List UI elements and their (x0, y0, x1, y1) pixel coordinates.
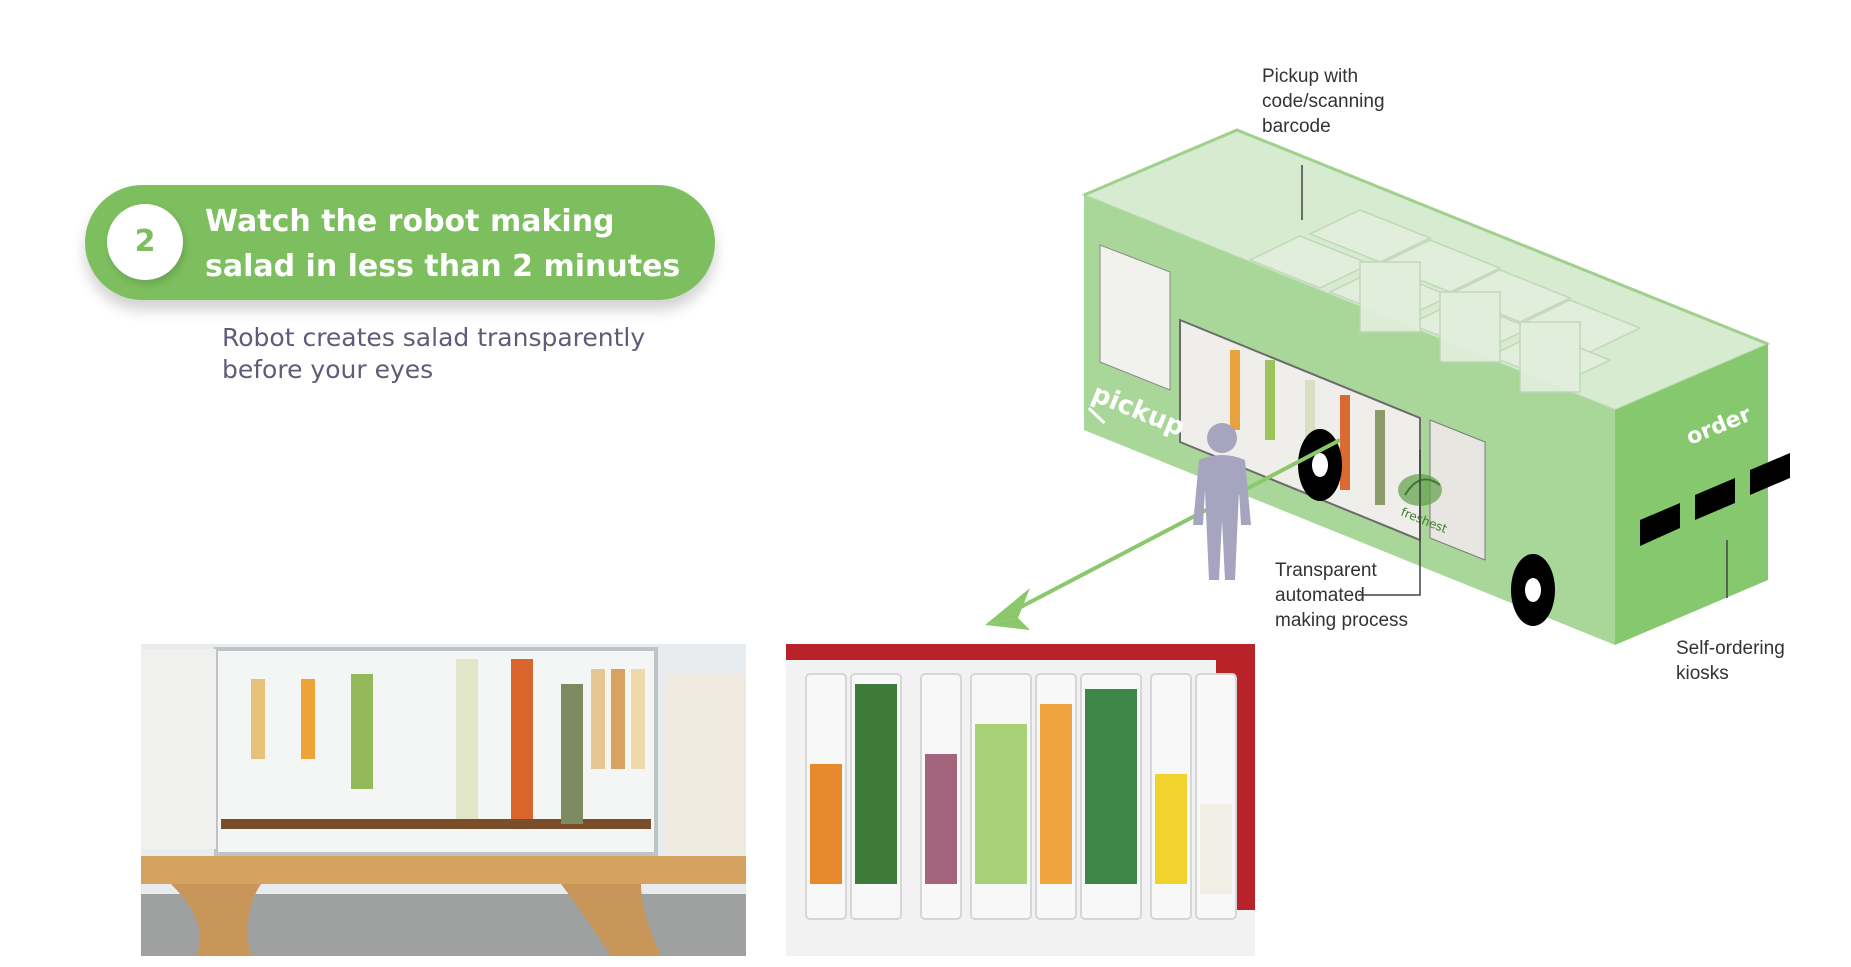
truck-window-rear (1099, 244, 1171, 391)
food-truck-diagram: pickup freshest order (1081, 128, 1790, 645)
robot-machine-photo (141, 644, 746, 956)
step-subtitle-line-1: Robot creates salad transparently (222, 323, 646, 352)
ingredient-dispensers-photo (786, 644, 1255, 956)
transparent-leader-line (1358, 450, 1421, 596)
step-title: Watch the robot making salad in less tha… (205, 199, 695, 289)
callout-pickup-line-1: Pickup with (1262, 66, 1359, 87)
kiosk-screen-2 (1695, 478, 1735, 520)
step-title-line-1: Watch the robot making (205, 204, 615, 239)
callout-pickup: Pickup with code/scanning barcode (1262, 64, 1385, 139)
step-title-line-2: salad in less than 2 minutes (205, 249, 681, 284)
callout-kiosks-line-2: kiosks (1676, 663, 1729, 684)
callout-kiosks: Self-ordering kiosks (1676, 636, 1785, 686)
step-subtitle-line-2: before your eyes (222, 355, 434, 384)
kiosk-screen-1 (1640, 503, 1680, 546)
callout-kiosks-line-1: Self-ordering (1676, 638, 1785, 659)
kiosk-screen-3 (1750, 453, 1790, 495)
callout-transparent-line-2: automated (1275, 585, 1365, 606)
callout-pickup-line-2: code/scanning (1262, 91, 1385, 112)
truck-edge (1083, 128, 1769, 346)
step-pill: 2 Watch the robot making salad in less t… (85, 185, 715, 300)
pickup-arrow-icon (1087, 407, 1106, 425)
arrow-icon (985, 438, 1341, 630)
truck-window-dispensers (1230, 350, 1385, 505)
step-number-badge: 2 (107, 204, 183, 280)
truck-front (1615, 344, 1768, 645)
truck-interior-boxes (1248, 209, 1642, 393)
callout-pickup-line-3: barcode (1262, 116, 1331, 137)
truck-wheel-front-hub (1525, 578, 1541, 602)
callout-transparent-line-1: Transparent (1275, 560, 1377, 581)
step-subtitle: Robot creates salad transparently before… (222, 322, 682, 386)
truck-wheel-rear-hub (1312, 453, 1328, 477)
callout-transparent: Transparent automated making process (1275, 558, 1408, 633)
person-icon (1193, 423, 1251, 580)
callout-transparent-line-3: making process (1275, 610, 1409, 631)
